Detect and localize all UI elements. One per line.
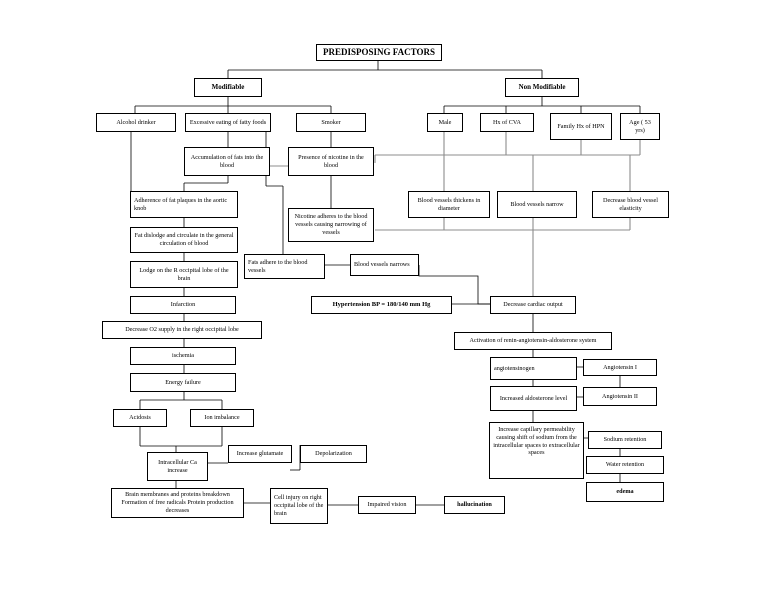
alcohol-drinker-box: Alcohol drinker bbox=[96, 113, 176, 132]
o2-supply-box: Decrease O2 supply in the right occipita… bbox=[102, 321, 262, 339]
edema-box: edema bbox=[586, 482, 664, 502]
non-modifiable-box: Non Modifiable bbox=[505, 78, 579, 97]
breakdown-box: Brain membranes and proteins breakdown F… bbox=[111, 488, 244, 518]
male-box: Male bbox=[427, 113, 463, 132]
raas-box: Activation of renin-angiotensin-aldoster… bbox=[454, 332, 612, 350]
cell-injury-box: Cell injury on right occipital lobe of t… bbox=[270, 488, 328, 524]
lodge-occipital-box: Lodge on the R occipital lobe of the bra… bbox=[130, 261, 238, 288]
modifiable-box: Modifiable bbox=[194, 78, 262, 97]
angiotensinogen-box: angiotensinogen bbox=[490, 357, 577, 380]
ion-imbalance-box: Ion imbalance bbox=[190, 409, 254, 427]
age-box: Age ( 53 yrs) bbox=[620, 113, 660, 140]
capillary-permeability-box: Increase capillary permeability causing … bbox=[489, 422, 584, 479]
vessels-narrow-box: Blood vessels narrow bbox=[497, 191, 577, 218]
cardiac-output-box: Decrease cardiac output bbox=[490, 296, 576, 314]
accumulation-fats-box: Accumulation of fats into the blood bbox=[184, 147, 270, 176]
fat-dislodge-box: Fat dislodge and circulate in the genera… bbox=[130, 227, 238, 253]
infarction-box: Infarction bbox=[130, 296, 236, 314]
aldosterone-box: Increased aldosterone level bbox=[490, 386, 577, 411]
nicotine-adheres-box: Nicotine adheres to the blood vessels ca… bbox=[288, 208, 374, 242]
hx-cva-box: Hx of CVA bbox=[480, 113, 534, 132]
fats-adhere-box: Fats adhere to the blood vessels bbox=[244, 254, 325, 279]
angiotensin-1-box: Angiotensin I bbox=[583, 359, 657, 376]
acidosis-box: Acidosis bbox=[113, 409, 167, 427]
nicotine-presence-box: Presence of nicotine in the blood bbox=[288, 147, 374, 176]
hypertension-box: Hypertension BP = 180/140 mm Hg bbox=[311, 296, 452, 314]
angiotensin-2-box: Angiotensin II bbox=[583, 387, 657, 406]
smoker-box: Smoker bbox=[296, 113, 366, 132]
energy-failure-box: Energy failure bbox=[130, 373, 236, 392]
water-retention-box: Water retention bbox=[586, 456, 664, 474]
family-hx-box: Family Hx of HPN bbox=[550, 113, 612, 140]
depolarization-box: Depolarization bbox=[300, 445, 367, 463]
vessel-elasticity-box: Decrease blood vessel elasticity bbox=[592, 191, 669, 218]
fatty-foods-box: Excessive eating of fatty foods bbox=[185, 113, 271, 132]
impaired-vision-box: Impaired vision bbox=[358, 496, 416, 514]
vessels-narrows-box: Blood vessels narrows bbox=[350, 254, 419, 276]
vessels-thicken-box: Blood vessels thickens in diameter bbox=[408, 191, 490, 218]
sodium-retention-box: Sodium retention bbox=[588, 431, 662, 449]
ischemia-box: ischemia bbox=[130, 347, 236, 365]
title-box: PREDISPOSING FACTORS bbox=[316, 44, 442, 61]
hallucination-box: hallucination bbox=[444, 496, 505, 514]
fat-plaques-box: Adherence of fat plaques in the aortic k… bbox=[130, 191, 238, 218]
intracellular-ca-box: Intracellular Ca increase bbox=[147, 452, 208, 481]
increase-glutamate-box: Increase glutamate bbox=[228, 445, 292, 463]
